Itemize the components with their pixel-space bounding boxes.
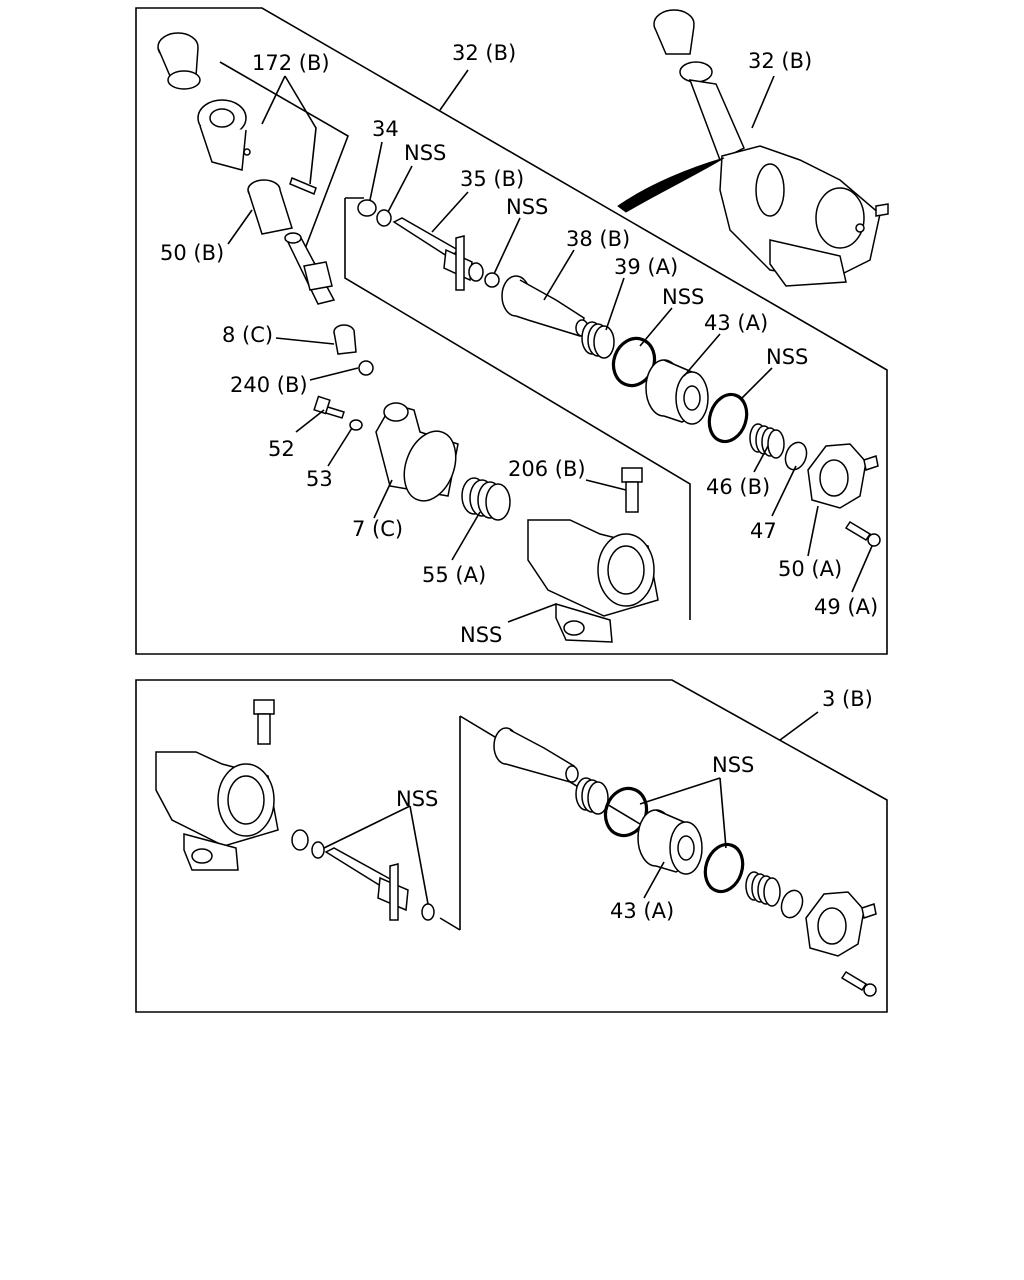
- bottom-shaft-38: [493, 727, 579, 783]
- leader-lines-top: [227, 69, 873, 623]
- bottom-ring-1: [291, 829, 309, 851]
- bottom-bolt-49: [840, 970, 877, 997]
- bracket-172b: [219, 61, 349, 263]
- callout-7c: 7 (C): [352, 517, 403, 541]
- ring-47: [784, 441, 808, 471]
- spring-55a: [461, 477, 511, 521]
- lever-shaft: [284, 232, 336, 305]
- callout-nss-3: NSS: [662, 285, 704, 309]
- bottom-ring-47: [780, 889, 804, 919]
- bolt-206b: [621, 467, 643, 513]
- bottom-spring-39: [575, 777, 609, 815]
- callout-35b: 35 (B): [460, 167, 524, 191]
- callouts-top: 172 (B) 32 (B) 32 (B) 34 NSS 35 (B) NSS …: [160, 41, 878, 647]
- callout-172b: 172 (B): [252, 51, 330, 75]
- cover-50a: [807, 443, 879, 509]
- callout-55a: 55 (A): [422, 563, 486, 587]
- callout-47: 47: [750, 519, 777, 543]
- leader-lines-bottom: [323, 711, 819, 905]
- bottom-case-housing: [155, 751, 279, 871]
- o-ring-nss-4: [707, 392, 749, 444]
- callout-46b: 46 (B): [706, 475, 770, 499]
- housing-7c: [375, 402, 459, 502]
- bracket-3b-lower: [439, 917, 461, 931]
- callout-nss-right: NSS: [712, 753, 754, 777]
- bottom-panel-frame: [135, 679, 888, 1013]
- callout-49a: 49 (A): [814, 595, 878, 619]
- callout-32b-group: 32 (B): [452, 41, 516, 65]
- assembly-arrow: [617, 157, 725, 213]
- bottom-panel: 3 (B) NSS NSS 43 (A): [135, 679, 888, 1013]
- top-panel-frame: [135, 7, 888, 655]
- bottom-o-ring-nss-1: [311, 841, 325, 859]
- assembled-shift-lever: [653, 9, 889, 287]
- callout-38b: 38 (B): [566, 227, 630, 251]
- callout-206b: 206 (B): [508, 457, 586, 481]
- bottom-cover: [805, 891, 877, 957]
- callout-nss-5: NSS: [460, 623, 502, 647]
- callout-32b-assembly: 32 (B): [748, 49, 812, 73]
- callout-43a: 43 (A): [704, 311, 768, 335]
- callout-8c: 8 (C): [222, 323, 273, 347]
- callout-nss-2: NSS: [506, 195, 548, 219]
- bottom-shaft: [324, 847, 409, 921]
- shift-lever-knob: [157, 32, 201, 90]
- top-panel: 172 (B) 32 (B) 32 (B) 34 NSS 35 (B) NSS …: [135, 7, 889, 655]
- callout-240b: 240 (B): [230, 373, 308, 397]
- bottom-bolt: [253, 699, 275, 745]
- callout-3b: 3 (B): [822, 687, 873, 711]
- bearing-43a: [645, 359, 709, 425]
- bottom-bearing-43a: [637, 809, 703, 875]
- shaft-35b: [392, 217, 484, 291]
- callout-52: 52: [268, 437, 295, 461]
- bushing-50b: [247, 179, 293, 235]
- callout-53: 53: [306, 467, 333, 491]
- snap-ring-240b: [358, 360, 374, 376]
- callout-nss-1: NSS: [404, 141, 446, 165]
- callout-50b: 50 (B): [160, 241, 224, 265]
- lever-upper-part: [197, 99, 251, 171]
- bolt-52: [313, 395, 345, 419]
- bolt-49a: [844, 520, 881, 547]
- callout-43a-bottom: 43 (A): [610, 899, 674, 923]
- spring-39a: [581, 321, 615, 359]
- bottom-o-ring-nss-2: [421, 903, 435, 921]
- callouts-bottom: 3 (B) NSS NSS 43 (A): [396, 687, 873, 923]
- o-ring-nss-2: [484, 272, 500, 288]
- callout-nss-4: NSS: [766, 345, 808, 369]
- bottom-o-ring-nss-4: [703, 842, 745, 894]
- pin: [289, 176, 317, 196]
- washer-53: [349, 419, 363, 431]
- callout-nss-left: NSS: [396, 787, 438, 811]
- bush-8c: [333, 324, 357, 355]
- callout-34: 34: [372, 117, 399, 141]
- case-housing: [527, 519, 659, 643]
- callout-50a: 50 (A): [778, 557, 842, 581]
- o-ring-34: [357, 199, 377, 217]
- callout-39a: 39 (A): [614, 255, 678, 279]
- o-ring-nss-1: [376, 209, 392, 227]
- bottom-spring-46: [745, 871, 781, 907]
- bracket-32b: [344, 198, 691, 620]
